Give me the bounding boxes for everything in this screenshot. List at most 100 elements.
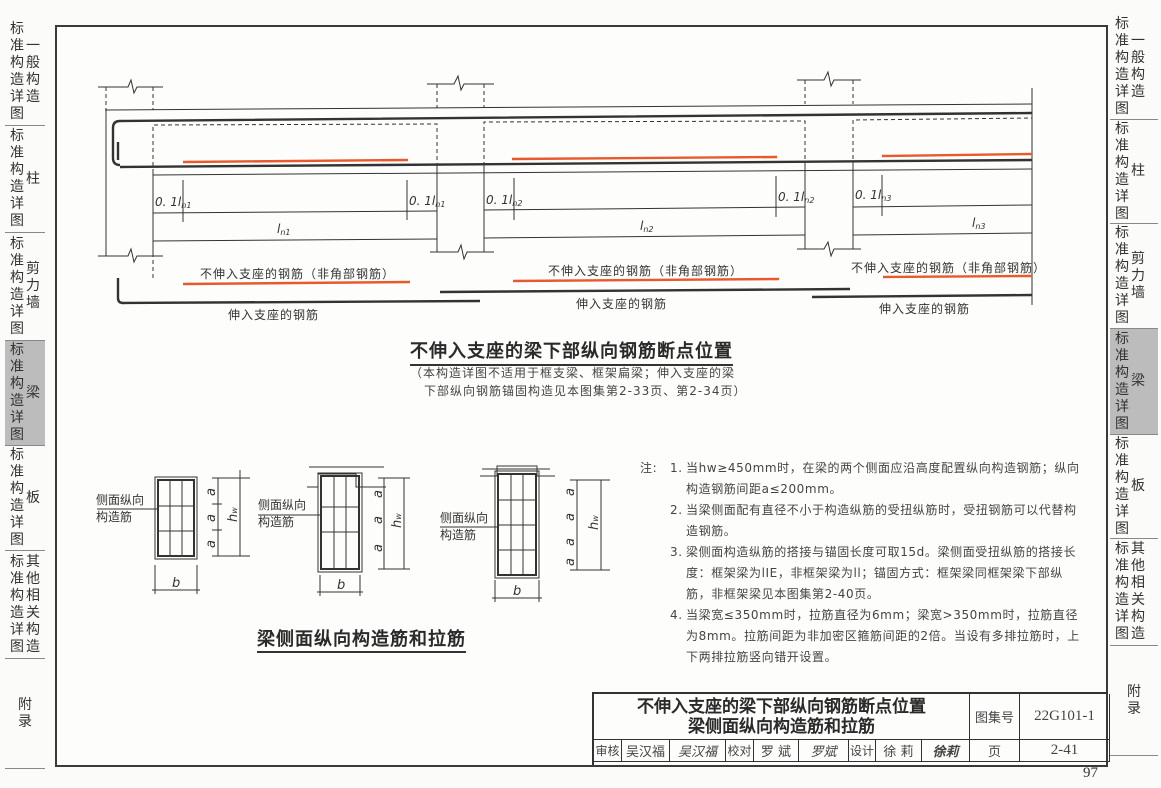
svg-text:a: a <box>563 513 578 521</box>
tab-char: 准 <box>10 37 24 54</box>
tab-char: 他 <box>26 570 40 587</box>
section-tab-label: 板 <box>1130 478 1146 495</box>
section-tab-5[interactable]: 标准构造详图其他相关构造 <box>1110 539 1158 646</box>
section-tab-5[interactable]: 标准构造详图其他相关构造 <box>5 551 45 659</box>
reviewer-name: 吴汉福 <box>622 740 670 762</box>
section-tab-prefix: 标准构造详图 <box>1110 225 1130 327</box>
side-bar-label-1: 侧面纵向 构造筋 <box>96 492 144 526</box>
section-tab-2[interactable]: 标准构造详图剪力墙 <box>5 233 45 341</box>
section-tab-3[interactable]: 标准构造详图梁 <box>1110 329 1158 435</box>
tab-char: 构 <box>1115 575 1129 591</box>
tab-char: 板 <box>26 489 40 506</box>
tab-char: 准 <box>1115 242 1129 258</box>
tab-char: 图 <box>10 427 24 443</box>
tab-char: 图 <box>1115 415 1129 432</box>
tab-char: 图 <box>10 213 24 229</box>
svg-text:a: a <box>371 544 386 552</box>
tab-char: 般 <box>26 54 40 71</box>
tab-char: 造 <box>26 638 40 655</box>
checker-name: 罗 斌 <box>754 740 799 762</box>
section-tab-0[interactable]: 标准构造详图一般构造 <box>5 18 45 126</box>
anchored-bar-label-1: 伸入支座的钢筋 <box>228 308 320 322</box>
page-label: 页 <box>970 740 1020 762</box>
svg-text:a: a <box>563 538 578 546</box>
tab-char: 构 <box>26 621 40 638</box>
tab-char: 造 <box>26 88 40 105</box>
tab-char: 标 <box>10 235 24 252</box>
svg-text:b: b <box>172 576 180 591</box>
tab-char: 详 <box>1115 503 1129 520</box>
tab-char: 构 <box>1115 259 1129 275</box>
tab-char: 一 <box>1131 32 1145 49</box>
tab-char: 相 <box>26 587 40 604</box>
tab-char: 关 <box>1131 592 1145 608</box>
beam-note-line2: 下部纵向钢筋锚固构造见本图集第2-33页、第2-34页） <box>424 384 747 398</box>
section-tab-0[interactable]: 标准构造详图一般构造 <box>1110 14 1158 120</box>
tab-char: 构 <box>26 71 40 88</box>
tab-char: 造 <box>10 286 24 303</box>
reviewer-signature: 吴汉福 <box>670 740 726 762</box>
designer-name: 徐 莉 <box>876 740 922 762</box>
tab-char: 板 <box>1131 478 1145 494</box>
note-item: 2.当梁侧面配有直径不小于构造纵筋的受扭纵筋时，受扭钢筋可以代替构造钢筋。 <box>640 500 1080 542</box>
tab-char: 构 <box>1131 609 1145 625</box>
note-prefix <box>640 605 670 668</box>
section-tab-prefix: 标准构造详图 <box>1110 436 1130 538</box>
side-bar-label-3: 侧面纵向 构造筋 <box>440 510 488 544</box>
side-bar-label-line2: 构造筋 <box>440 528 477 542</box>
non-anchored-bar-label-3: 不伸入支座的钢筋（非角部钢筋） <box>851 261 1047 275</box>
tab-char: 标 <box>10 128 24 144</box>
section-tab-label: 一般构造 <box>25 38 41 106</box>
section-tab-prefix: 标准构造详图 <box>5 21 25 123</box>
tab-char: 构 <box>10 269 24 286</box>
note-text: 当hw≥450mm时，在梁的两个侧面应沿高度配置纵向构造钢筋；纵向构造钢筋间距a… <box>686 461 1080 496</box>
tab-char: 关 <box>26 604 40 621</box>
note-number: 1. <box>670 461 683 475</box>
tab-char: 准 <box>10 359 24 375</box>
tab-char: 详 <box>10 303 24 320</box>
tab-char: 相 <box>1131 575 1145 591</box>
section-tab-label: 附录 <box>17 697 33 731</box>
tab-char: 柱 <box>26 170 40 187</box>
tab-char: 力 <box>1131 267 1145 284</box>
tab-char: 图 <box>1115 310 1129 326</box>
note-item: 4.当梁宽≤350mm时，拉筋直径为6mm；梁宽>350mm时，拉筋直径为8mm… <box>640 605 1080 668</box>
side-bar-label-line1: 侧面纵向 <box>440 511 489 525</box>
section-tab-1[interactable]: 标准构造详图柱 <box>1110 120 1158 224</box>
section-tab-label: 剪力墙 <box>25 261 41 312</box>
section-tab-6[interactable]: 附录 <box>1110 646 1158 756</box>
tab-char: 构 <box>1115 49 1129 66</box>
tab-char: 详 <box>1115 293 1129 309</box>
section-tab-2[interactable]: 标准构造详图剪力墙 <box>1110 224 1158 329</box>
drawing-title-line1: 不伸入支座的梁下部纵向钢筋断点位置 <box>637 697 926 717</box>
section-tab-prefix: 标准构造详图 <box>5 447 25 549</box>
tab-char: 标 <box>1115 330 1129 347</box>
section-tab-4[interactable]: 标准构造详图板 <box>1110 435 1158 539</box>
tab-char: 详 <box>10 196 24 212</box>
tab-char: 准 <box>1115 137 1129 154</box>
left-section-tabs: 标准构造详图一般构造标准构造详图柱标准构造详图剪力墙标准构造详图梁标准构造详图板… <box>5 18 45 769</box>
tab-char: 图 <box>1115 100 1129 117</box>
tab-char: 图 <box>10 638 24 655</box>
side-bar-label-line2: 构造筋 <box>96 510 133 524</box>
atlas-label: 图集号 <box>970 694 1020 740</box>
anchored-bar-label-2: 伸入支座的钢筋 <box>576 297 668 311</box>
tab-char: 准 <box>10 570 24 587</box>
page-number: 97 <box>1083 765 1098 781</box>
svg-text:hw: hw <box>587 515 602 530</box>
section-tab-prefix: 标准构造详图 <box>5 128 25 230</box>
section-tab-6[interactable]: 附录 <box>5 659 45 769</box>
section-tab-prefix: 标准构造详图 <box>1110 541 1130 643</box>
svg-text:a: a <box>563 488 578 496</box>
section-tab-3[interactable]: 标准构造详图梁 <box>5 341 45 446</box>
tab-char: 准 <box>10 252 24 269</box>
note-text: 当梁宽≤350mm时，拉筋直径为6mm；梁宽>350mm时，拉筋直径为8mm。拉… <box>686 608 1080 664</box>
note-item: 3.梁侧面构造纵筋的搭接与锚固长度可取15d。梁侧面受扭纵筋的搭接长度：框架梁为… <box>640 542 1080 605</box>
section-tab-1[interactable]: 标准构造详图柱 <box>5 126 45 233</box>
beam-diagram-note: （本构造详图不适用于框支梁、框架扁梁；伸入支座的梁 下部纵向钢筋锚固构造见本图集… <box>410 364 746 400</box>
tab-char: 梁 <box>1131 373 1145 389</box>
tab-char: 详 <box>10 410 24 426</box>
section-tab-4[interactable]: 标准构造详图板 <box>5 446 45 551</box>
tab-char: 详 <box>1115 398 1129 415</box>
note-prefix: 注: <box>640 461 658 475</box>
